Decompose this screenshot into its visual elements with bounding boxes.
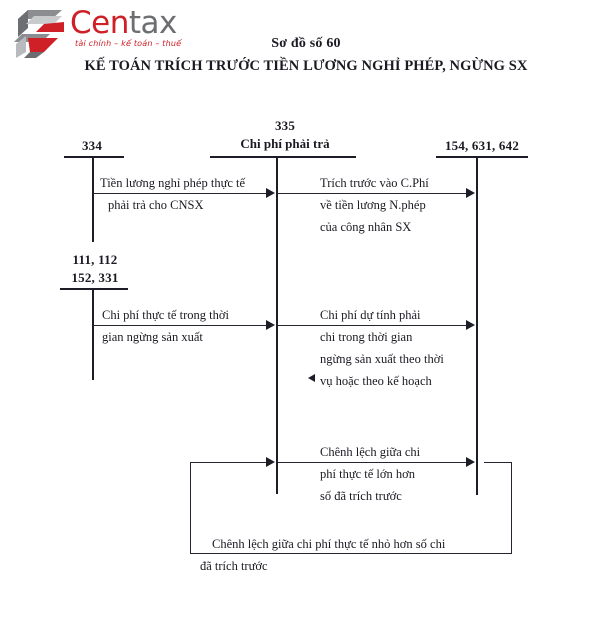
account-number-334: 334 <box>81 138 103 153</box>
flow-3-label-line-1: Chi phí thực tế trong thời <box>102 308 229 322</box>
flow-5-label-line-2: phí thực tế lớn hơn <box>320 467 415 481</box>
flow-5-label-line-3: số đã trích trước <box>320 489 402 503</box>
account-number-335: 335 <box>274 118 296 133</box>
flow-4-label-line-1: Chi phí dự tính phải <box>320 308 421 322</box>
logo-word-cen: Cen <box>70 5 129 41</box>
flow-5-arrowhead <box>466 457 475 467</box>
flow-4-arrowhead <box>466 320 475 330</box>
flow-2-arrowhead <box>466 188 475 198</box>
flow-4-secondary-arrowhead <box>308 374 315 382</box>
flow-4-label-line-3: ngừng sản xuất theo thời <box>320 352 444 366</box>
account-335-vertical-line <box>276 156 278 494</box>
account-334-vertical-line <box>92 156 94 242</box>
account-154-vertical-line <box>476 156 478 495</box>
flow-3-label-line-2: gian ngừng sản xuất <box>102 330 203 344</box>
flow-6-segment-top-left <box>190 462 268 463</box>
flow-5-line <box>278 462 468 463</box>
logo-tagline: tài chính – kế toán – thuế <box>75 39 182 48</box>
flow-2-line <box>278 193 468 194</box>
flow-6-label-line-1: Chênh lệch giữa chi phí thực tế nhỏ hơn … <box>212 537 446 551</box>
account-334-top-rule <box>64 156 124 158</box>
account-154-top-rule <box>436 156 528 158</box>
logo-word-group: Centax <box>70 6 177 40</box>
account-name-335: Chi phí phải trả <box>240 136 330 151</box>
flow-6-label-line-2: đã trích trước <box>200 559 268 573</box>
flow-1-arrowhead <box>266 188 275 198</box>
flow-1-line <box>92 193 268 194</box>
centax-wordmark: Centax tài chính – kế toán – thuế <box>70 6 202 58</box>
account-number-111-112: 111, 112 <box>72 252 118 267</box>
logo-word-tax: tax <box>128 5 178 41</box>
flow-1-label-line-1: Tiền lương nghỉ phép thực tế <box>100 176 246 190</box>
flow-2-label-line-1: Trích trước vào C.Phí <box>320 176 429 190</box>
flow-4-label-line-4: vụ hoặc theo kế hoạch <box>320 374 432 388</box>
flow-3-arrowhead <box>266 320 275 330</box>
flow-6-arrowhead <box>266 457 275 467</box>
flow-4-label-line-2: chi trong thời gian <box>320 330 413 344</box>
flow-6-segment-left-up <box>190 462 191 554</box>
account-111-112-152-331-vertical-line <box>92 288 94 380</box>
flow-6-segment-right-down <box>511 462 512 554</box>
flow-2-label-line-2: về tiền lương N.phép <box>320 198 426 212</box>
flow-5-label-line-1: Chênh lệch giữa chi <box>320 445 421 459</box>
diagram-number: Sơ đồ số 60 <box>271 36 341 51</box>
centax-hexagon-logo-icon <box>14 10 64 58</box>
account-number-154-631-642: 154, 631, 642 <box>444 138 520 153</box>
page-title: KẾ TOÁN TRÍCH TRƯỚC TIỀN LƯƠNG NGHỈ PHÉP… <box>84 58 528 74</box>
flow-2-label-line-3: của công nhân SX <box>320 220 412 234</box>
centax-logo: Centax tài chính – kế toán – thuế <box>14 6 204 58</box>
flow-6-segment-top-right <box>484 462 512 463</box>
account-number-152-331: 152, 331 <box>71 270 119 285</box>
flow-1-label-line-2: phải trả cho CNSX <box>108 198 204 212</box>
flow-3-line <box>92 325 268 326</box>
account-111-112-152-331-top-rule <box>60 288 128 290</box>
account-335-top-rule <box>210 156 356 158</box>
flow-4-line <box>278 325 468 326</box>
flow-6-segment-bottom <box>190 553 512 554</box>
